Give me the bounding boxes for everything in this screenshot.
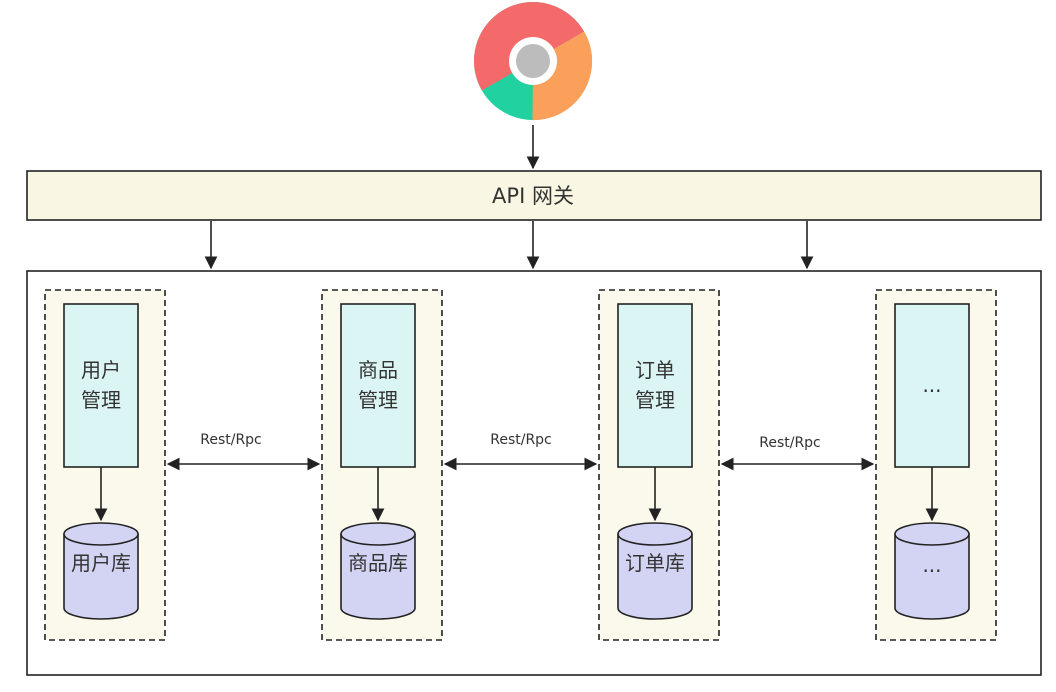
database-label: 用户库 [71,551,131,575]
link-user-product: Rest/Rpc [166,432,321,471]
link-label: Rest/Rpc [200,432,262,448]
api-gateway-label: API 网关 [492,184,574,208]
service-group-product: 商品 管理 商品库 [321,289,443,641]
service-label-line1: 订单 [635,358,675,382]
service-box-user [63,303,139,468]
link-label: Rest/Rpc [759,435,821,451]
service-box-product [340,303,416,468]
database-label: 商品库 [348,551,408,575]
service-box-more [894,303,970,468]
service-label-line2: 管理 [81,388,121,412]
api-gateway: API 网关 [26,170,1042,221]
database-user [63,522,139,620]
service-group-user: 用户 管理 用户库 [44,289,166,641]
service-label-line2: 管理 [358,388,398,412]
database-label: 订单库 [625,551,685,575]
service-label-line1: 用户 [81,358,121,382]
service-group-order: 订单 管理 订单库 [598,289,720,641]
link-order-more: Rest/Rpc [720,435,875,471]
database-label: ... [922,553,941,577]
service-label-line2: 管理 [635,388,675,412]
database-more [894,522,970,620]
database-order [617,522,693,620]
chrome-browser-icon [474,2,593,121]
services-container [26,270,1042,676]
service-label-line1: ... [922,373,941,397]
service-label-line1: 商品 [358,358,398,382]
link-product-order: Rest/Rpc [443,432,598,471]
service-box-order [617,303,693,468]
service-group-more: ... ... [875,289,997,641]
database-product [340,522,416,620]
link-label: Rest/Rpc [490,432,552,448]
